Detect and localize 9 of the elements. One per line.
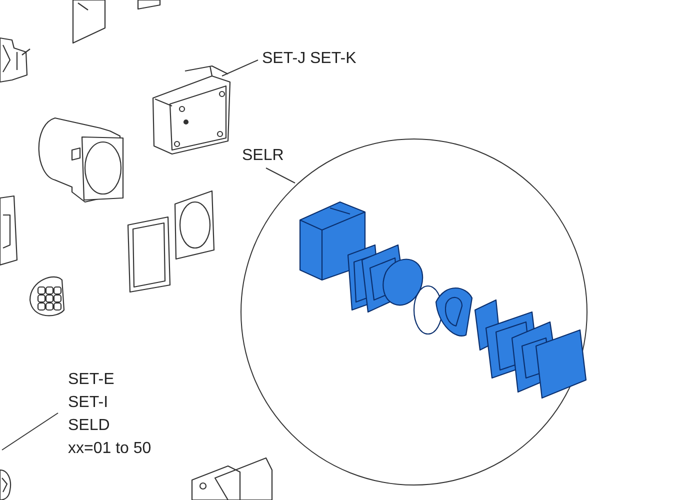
part-label: SELD — [68, 416, 110, 436]
leader-line — [266, 168, 296, 184]
part-label: xx=01 to 50 — [68, 439, 152, 459]
leader-line — [222, 60, 258, 76]
part-label: SET-J SET-K — [262, 47, 387, 70]
leader-line — [2, 412, 58, 450]
part-label: SET-E — [68, 370, 114, 390]
part-label: SELR — [242, 144, 292, 167]
part-label: SET-I — [68, 393, 108, 413]
